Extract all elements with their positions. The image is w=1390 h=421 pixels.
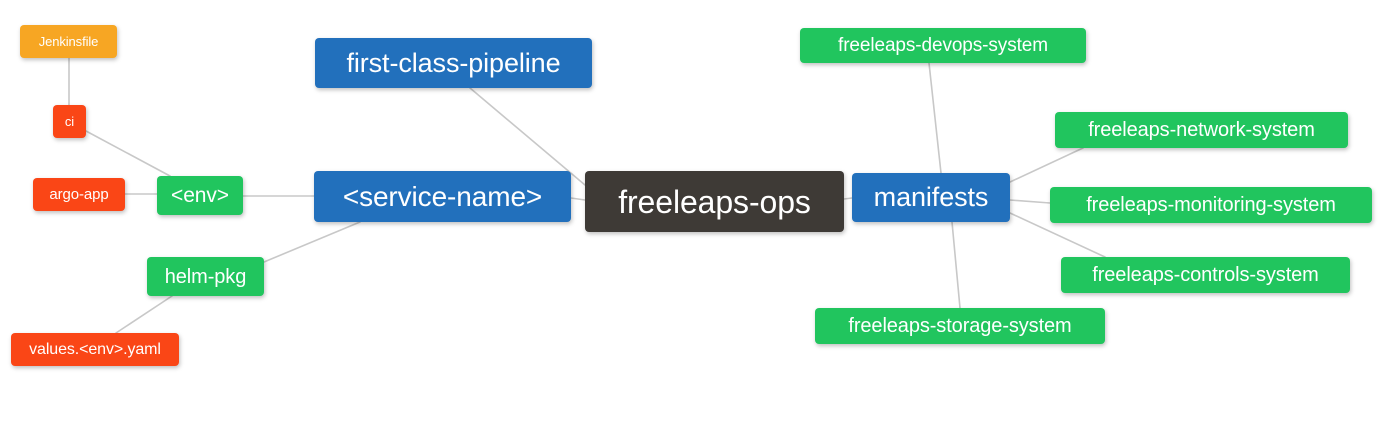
node-label: freeleaps-monitoring-system [1086, 194, 1336, 216]
node-freeleaps-devops-system[interactable]: freeleaps-devops-system [800, 28, 1086, 63]
node-label: freeleaps-controls-system [1092, 264, 1319, 286]
node-freeleaps-ops[interactable]: freeleaps-ops [585, 171, 844, 232]
node-label: freeleaps-ops [618, 183, 811, 220]
node-label: freeleaps-devops-system [838, 35, 1048, 56]
node-values-env-yaml[interactable]: values.<env>.yaml [11, 333, 179, 366]
edge-freeleaps-ops-to-manifests [843, 197, 853, 200]
node-label: values.<env>.yaml [29, 340, 161, 358]
node-freeleaps-controls-system[interactable]: freeleaps-controls-system [1061, 257, 1350, 293]
node-ci[interactable]: ci [53, 105, 86, 138]
node-helm-pkg[interactable]: helm-pkg [147, 257, 264, 296]
node-first-class-pipeline[interactable]: first-class-pipeline [315, 38, 592, 88]
edge-manifests-to-freeleaps-monitoring-system [1009, 199, 1051, 204]
node-env[interactable]: <env> [157, 176, 243, 215]
node-freeleaps-storage-system[interactable]: freeleaps-storage-system [815, 308, 1105, 344]
node-label: freeleaps-network-system [1088, 119, 1315, 141]
edge-manifests-to-freeleaps-devops-system [928, 62, 942, 174]
node-label: first-class-pipeline [346, 47, 561, 78]
node-label: helm-pkg [164, 265, 247, 288]
edge-helm-pkg-to-values-env-yaml [115, 295, 173, 334]
node-label: freeleaps-storage-system [848, 315, 1072, 337]
node-jenkinsfile[interactable]: Jenkinsfile [20, 25, 117, 58]
node-label: Jenkinsfile [38, 34, 99, 49]
edge-manifests-to-freeleaps-storage-system [951, 221, 961, 309]
node-freeleaps-monitoring-system[interactable]: freeleaps-monitoring-system [1050, 187, 1372, 223]
edge-service-name-to-helm-pkg [263, 221, 361, 263]
node-service-name[interactable]: <service-name> [314, 171, 571, 222]
node-manifests[interactable]: manifests [852, 173, 1010, 222]
node-argo-app[interactable]: argo-app [33, 178, 125, 211]
node-label: <env> [171, 184, 229, 207]
edge-freeleaps-ops-to-service-name [570, 197, 586, 201]
node-label: ci [64, 114, 75, 129]
node-label: manifests [873, 182, 989, 212]
node-label: argo-app [49, 186, 109, 203]
node-freeleaps-network-system[interactable]: freeleaps-network-system [1055, 112, 1348, 148]
node-label: <service-name> [342, 180, 543, 212]
edge-manifests-to-freeleaps-network-system [1009, 147, 1084, 183]
edge-env-to-ci [85, 130, 171, 177]
